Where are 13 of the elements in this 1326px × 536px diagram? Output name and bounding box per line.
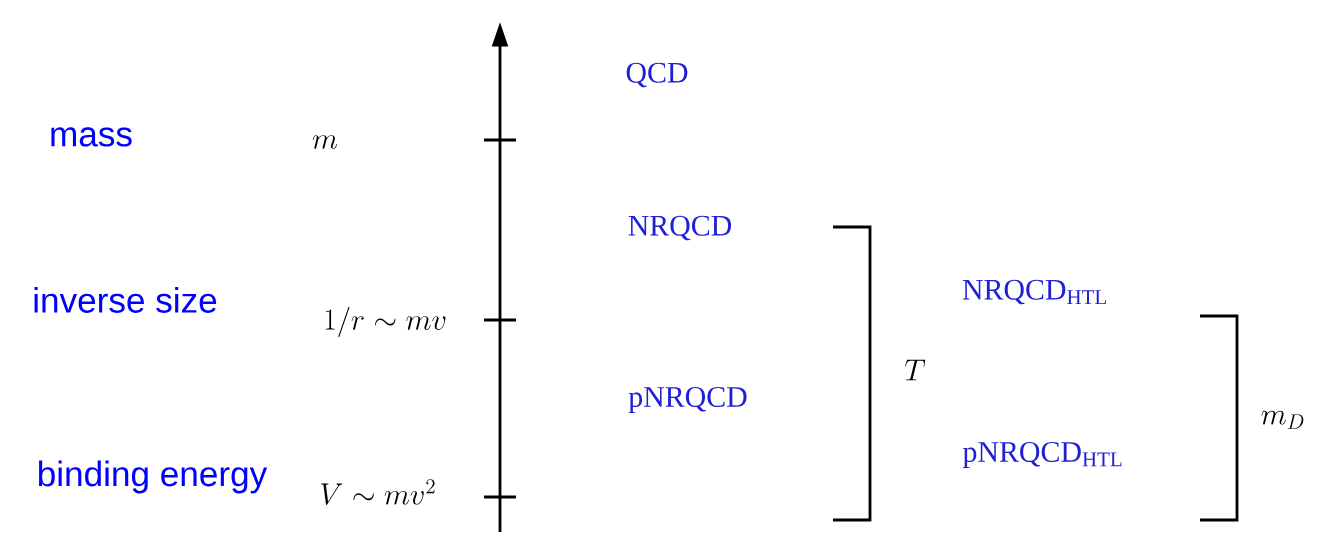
scale-formula: $T$ <box>904 359 926 381</box>
theory-label: pNRQCD <box>628 386 747 414</box>
scale-name: inverse size <box>34 287 217 313</box>
scale-formula: $m_D$ <box>1261 410 1304 429</box>
scale-formula: $1/r \sim mv$ <box>325 306 446 338</box>
theory-label: QCD <box>626 62 688 88</box>
scale-formula: $V \sim mv^2$ <box>321 479 435 505</box>
theory-label: NRQCD <box>628 215 732 241</box>
scale-formula: $m$ <box>312 135 338 149</box>
theory-label: pNRQCD$_{HTL}$ <box>962 441 1122 469</box>
theory-label: NRQCD$_{HTL}$ <box>962 279 1106 305</box>
scale-name: mass <box>51 127 132 147</box>
scale-name: binding energy <box>39 460 268 494</box>
